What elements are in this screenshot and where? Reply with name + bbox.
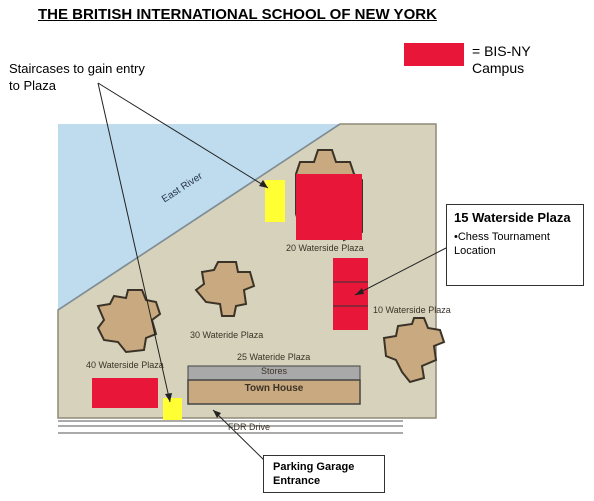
- town-house-block: [187, 379, 361, 405]
- staircase-south: [163, 398, 182, 420]
- legend-label: = BIS-NY Campus: [472, 43, 531, 76]
- campus-40: [92, 378, 158, 408]
- building-30-label: 30 Wateride Plaza: [190, 330, 264, 340]
- staircase-north: [265, 180, 285, 222]
- callout-15-waterside: 15 Waterside Plaza •Chess Tournament Loc…: [446, 204, 584, 286]
- building-10-label: 10 Waterside Plaza: [373, 305, 451, 315]
- callout-note: •Chess Tournament Location: [454, 231, 550, 257]
- stores-label: Stores: [260, 366, 287, 376]
- building-10: [382, 317, 446, 384]
- building-20-label: 20 Waterside Plaza: [286, 243, 364, 253]
- road-label: FDR Drive: [228, 422, 270, 432]
- callout-heading: 15 Waterside Plaza: [454, 210, 571, 225]
- building-25-label: 25 Wateride Plaza: [237, 352, 311, 362]
- campus-20: [296, 174, 362, 240]
- garage-callout: Parking Garage Entrance: [263, 455, 385, 493]
- staircase-label: Staircases to gain entry to Plaza: [9, 61, 145, 93]
- town-house-label: Town House: [244, 383, 304, 394]
- legend-swatch: [404, 43, 464, 66]
- building-30: [194, 261, 256, 317]
- page-title: THE BRITISH INTERNATIONAL SCHOOL OF NEW …: [38, 6, 437, 23]
- building-40-label: 40 Waterside Plaza: [86, 360, 164, 370]
